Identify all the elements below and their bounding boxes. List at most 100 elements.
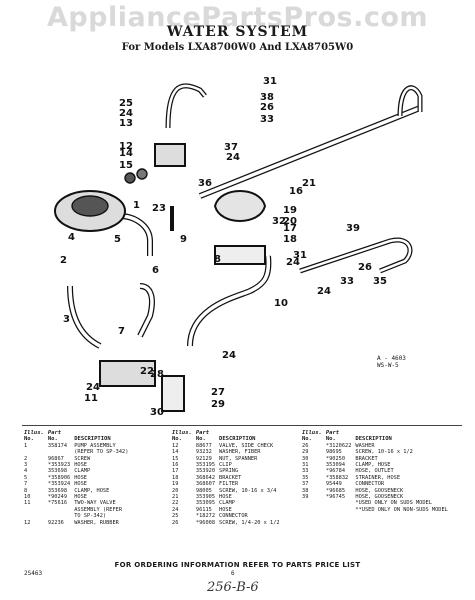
illus-no: 10 bbox=[24, 494, 31, 501]
description: VALVE, SIDE CHECK bbox=[219, 442, 274, 449]
part-no: *358906 bbox=[47, 474, 71, 481]
part-no: *90250 bbox=[325, 455, 346, 462]
part-no bbox=[324, 507, 354, 513]
illus-no: 31 bbox=[302, 462, 309, 469]
divider bbox=[22, 425, 462, 426]
callout-21: 21 bbox=[302, 178, 316, 189]
callout-37: 37 bbox=[224, 142, 238, 153]
callout-39: 39 bbox=[346, 223, 360, 234]
callout-25: 25 bbox=[119, 98, 133, 109]
illus-no: 12 bbox=[172, 442, 179, 449]
hdr-no1: No. bbox=[302, 436, 312, 443]
hdr-no1: No. bbox=[24, 436, 34, 443]
hdr-illus: Illus. bbox=[172, 430, 192, 436]
hdr-part: Part bbox=[47, 430, 62, 436]
callout-16: 16 bbox=[289, 186, 303, 197]
description: NUT, SPANNER bbox=[219, 455, 258, 462]
watermark: AppliancePartsPros.com bbox=[46, 2, 429, 33]
description: WASHER, FIBER bbox=[219, 449, 261, 456]
illus-no: 24 bbox=[172, 506, 179, 513]
illus-no: 25 bbox=[172, 513, 179, 520]
description: BRACKET bbox=[355, 455, 378, 462]
illus-no bbox=[300, 507, 324, 513]
part-no: 92236 bbox=[47, 519, 64, 526]
callout-33a: 33 bbox=[260, 114, 274, 125]
part-no: 368642 bbox=[195, 474, 216, 481]
table-row: **USED ONLY ON NON-SUDS MODEL bbox=[300, 507, 450, 513]
callout-27: 27 bbox=[211, 387, 225, 398]
description: CLAMP, HOSE bbox=[74, 487, 110, 494]
illus-no: 7 bbox=[24, 481, 28, 488]
callout-24b: 24 bbox=[226, 152, 240, 163]
description: SCREW, 1/4-20 x 1/2 bbox=[219, 519, 280, 526]
illus-no: 16 bbox=[172, 462, 179, 469]
illus-no: 35 bbox=[302, 474, 309, 481]
hdr-description: DESCRIPTION bbox=[219, 436, 256, 443]
part-no: *353923 bbox=[47, 462, 71, 469]
description: HOSE, OUTLET bbox=[355, 468, 394, 475]
callout-24e: 24 bbox=[222, 350, 236, 361]
hdr-no1: No. bbox=[172, 436, 182, 443]
part-no: 96867 bbox=[47, 455, 64, 462]
hose-5 bbox=[119, 213, 153, 256]
description: HOSE bbox=[219, 494, 232, 501]
part-no: 98005 bbox=[195, 487, 212, 494]
callout-31a: 31 bbox=[263, 76, 277, 87]
description: HOSE bbox=[74, 462, 87, 469]
callout-3: 3 bbox=[63, 314, 70, 325]
part-no: *75616 bbox=[47, 500, 68, 507]
description: SPRING bbox=[219, 468, 239, 475]
description: TWO-WAY VALVE bbox=[74, 500, 116, 507]
two-way-valve bbox=[99, 360, 156, 387]
description: WASHER, RUBBER bbox=[74, 519, 119, 526]
illus-no: 1 bbox=[24, 442, 28, 449]
callout-11: 11 bbox=[84, 393, 98, 404]
description: SCREW bbox=[74, 455, 91, 462]
part-no: *18272 bbox=[195, 513, 216, 520]
callout-17: 17 bbox=[283, 223, 297, 234]
table-row: *USED ONLY ON SUDS MODEL bbox=[300, 500, 450, 506]
description: *USED ONLY ON SUDS MODEL bbox=[355, 500, 432, 507]
callout-30: 30 bbox=[150, 407, 164, 418]
description: ASSEMBLY (REFER bbox=[74, 506, 123, 513]
part-no: *3120622 bbox=[325, 442, 352, 449]
part-no: *96784 bbox=[325, 468, 346, 475]
illus-no: 21 bbox=[172, 494, 179, 501]
callout-20: 20 bbox=[283, 216, 297, 227]
hdr-no2: No. bbox=[195, 436, 206, 443]
description: HOSE, GOOSENECK bbox=[355, 494, 404, 501]
part-no: 353698 bbox=[47, 468, 68, 475]
callout-4: 4 bbox=[68, 232, 75, 243]
description: BRACKET bbox=[219, 474, 242, 481]
page-number: 6 bbox=[231, 570, 235, 577]
hdr-part: Part bbox=[325, 430, 340, 436]
part-no: 96115 bbox=[195, 506, 212, 513]
callout-31b: 31 bbox=[293, 250, 307, 261]
description: HOSE bbox=[74, 474, 87, 481]
illus-no: 22 bbox=[172, 500, 179, 507]
reference-code: A - 4603 bbox=[377, 355, 406, 362]
description: HOSE, GOOSENECK bbox=[355, 487, 404, 494]
part-no: *96008 bbox=[195, 519, 216, 526]
illus-no: 3 bbox=[24, 462, 28, 469]
callout-15: 15 bbox=[119, 160, 133, 171]
description: SCREW, 10-16 x 3/4 bbox=[219, 487, 277, 494]
part-no: *96685 bbox=[325, 487, 346, 494]
hdr-part: Part bbox=[195, 430, 210, 436]
bracket-18 bbox=[214, 245, 266, 265]
callout-38: 38 bbox=[260, 92, 274, 103]
